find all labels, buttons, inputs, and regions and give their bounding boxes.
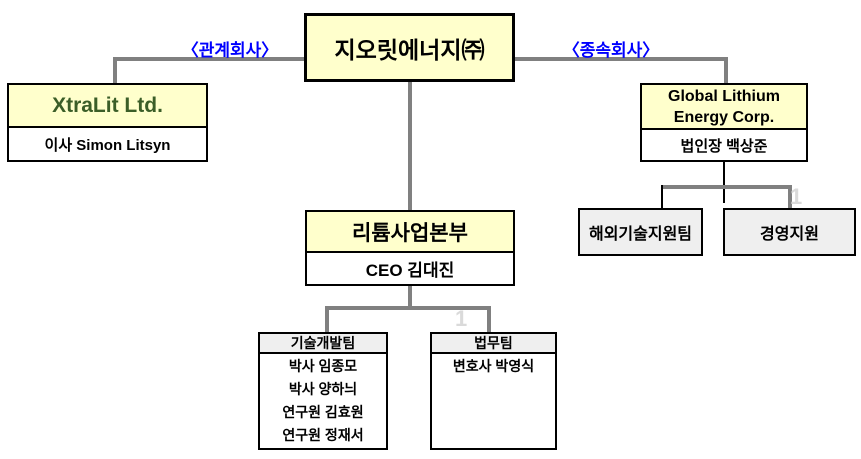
node-lithium-division: 리튬사업본부 CEO 김대진 [305,210,515,286]
connector-subsidiary-vertical [724,57,728,83]
overseas-support-team-title: 해외기술지원팀 [588,226,693,243]
tech-dev-team-title: 기술개발팀 [260,334,386,354]
legal-team-member: 변호사 박영식 [452,358,535,374]
connector-affiliate-vertical [113,57,117,83]
node-overseas-support-team: 해외기술지원팀 [578,208,703,256]
node-management-support: 경영지원 [723,208,856,256]
lithium-division-member: CEO 김대진 [365,261,455,280]
watermark-1: 1 [790,184,803,209]
tech-dev-team-member: 연구원 정재서 [282,426,364,443]
label-affiliate-company: 〈관계회사〉 [181,41,279,60]
node-legal-team: 법무팀 변호사 박영식 [430,332,557,450]
label-subsidiary-company: 〈종속회사〉 [562,41,660,60]
xtralit-member: 이사 Simon Litsyn [44,136,171,154]
xtralit-title: XtraLit Ltd. [9,85,206,128]
legal-team-title: 법무팀 [432,334,555,354]
lithium-division-title: 리튬사업본부 [307,212,513,253]
global-lithium-title-line1: Global Lithium [668,87,780,105]
tech-dev-team-member: 박사 임종모 [288,357,358,374]
node-xtralit: XtraLit Ltd. 이사 Simon Litsyn [7,83,208,162]
node-root-company: 지오릿에너지㈜ [304,13,515,82]
node-tech-dev-team: 기술개발팀 박사 임종모 박사 양하늬 연구원 김효원 연구원 정재서 [258,332,388,450]
connector-root-to-lithium-division [408,82,412,210]
connector-to-tech-team [325,306,329,332]
connector-lithium-children-horizontal [325,306,491,310]
connector-lithium-division-down [408,285,412,310]
connector-to-legal-team [487,306,491,332]
global-lithium-member: 법인장 백상준 [680,137,768,155]
connector-to-management-support [788,185,792,208]
global-lithium-title-line2: Energy Corp. [673,108,775,126]
node-global-lithium: Global Lithium Energy Corp. 법인장 백상준 [640,83,808,162]
global-lithium-title: Global Lithium Energy Corp. [642,85,806,130]
connector-root-to-subsidiary-horizontal [515,57,728,61]
tech-dev-team-member: 연구원 김효원 [282,403,364,420]
connector-global-lithium-down [723,162,725,203]
connector-to-overseas-team [661,185,663,208]
connector-global-children-horizontal [661,185,792,189]
management-support-title: 경영지원 [760,226,819,243]
tech-dev-team-member: 박사 양하늬 [288,380,358,397]
root-company-title: 지오릿에너지㈜ [334,36,485,63]
watermark-2: 1 [455,306,468,331]
connector-root-to-affiliate-horizontal [113,57,304,61]
